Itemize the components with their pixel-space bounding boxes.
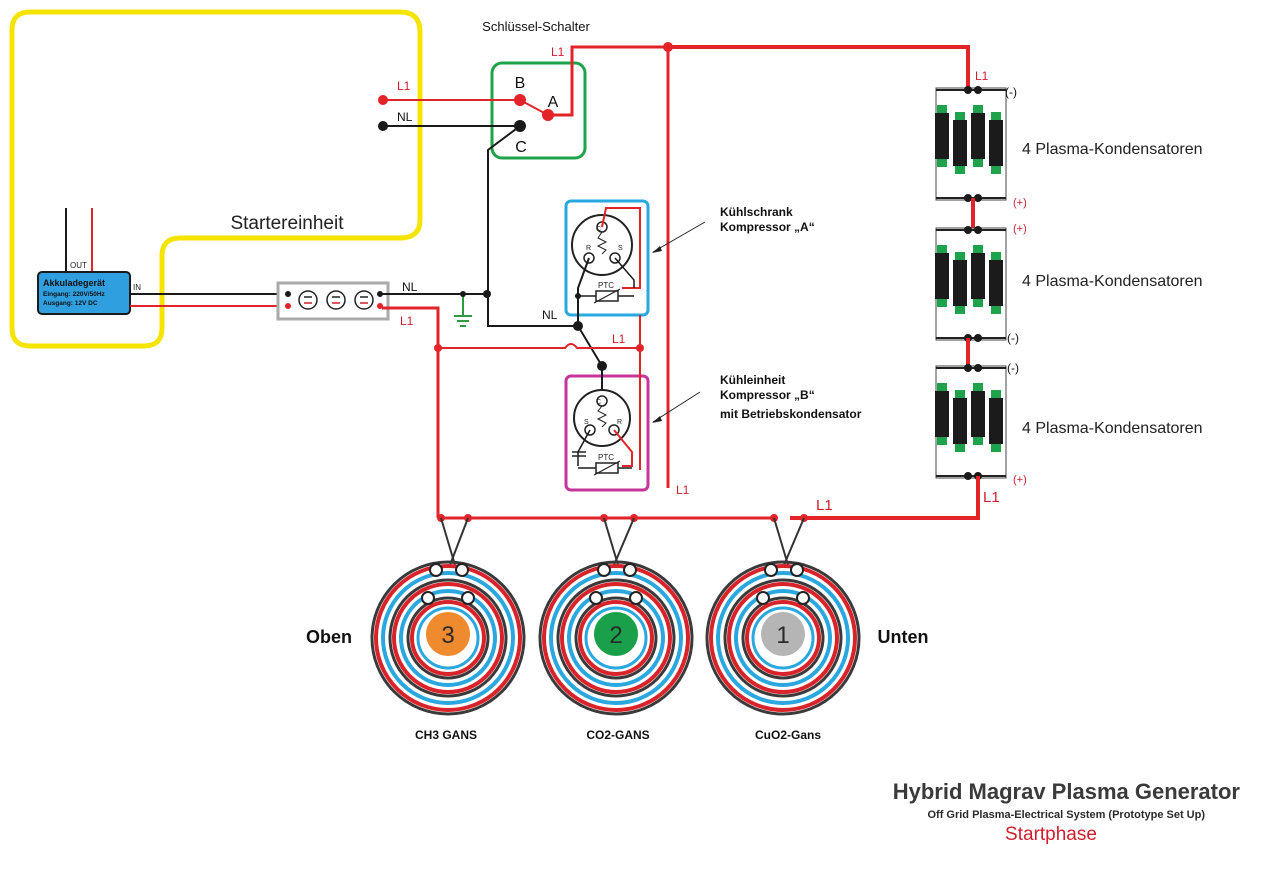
input-nl-label: NL [397,110,413,124]
bank-2-label: 4 Plasma-Kondensatoren [1022,273,1203,290]
coil-2-name: CO2-GANS [586,728,649,742]
bank-1-label: 4 Plasma-Kondensatoren [1022,141,1203,158]
coil-2-badge [594,612,638,656]
compressor-a-title-line1: Kühlschrank [720,205,793,219]
charger-out-label: OUT [70,261,87,270]
compressor-a-pin-c: C [596,226,601,233]
compressor-a-ptc: PTC [578,281,634,304]
compressor-a-ptc-label: PTC [598,281,614,290]
compressor-b-symbol: C S R [573,389,631,447]
compressor-b-title-line3: mit Betriebskondensator [720,407,862,421]
bank-3-plus-label: (+) [1013,474,1027,486]
coil-3-badge [426,612,470,656]
compressor-b-pin-r: R [617,419,622,426]
switch-output-l1-label: L1 [551,45,565,59]
bank-2-minus-label: (-) [1007,331,1019,345]
key-switch-box [490,61,587,160]
diagram-phase: Startphase [1005,824,1097,845]
charger-output-spec: Ausgang: 12V DC [43,300,98,307]
charger-title: Akkuladegerät [43,278,105,288]
charger-in-label: IN [133,283,141,292]
socket-outlet-1 [298,290,318,310]
bank-3-l1-label: L1 [983,489,1000,506]
compressor-b-pin-c: C [596,399,601,406]
coil-side-right-label: Unten [878,627,929,647]
capacitor-bank-2 [935,226,1007,342]
compressor-feed-l1-label: L1 [612,332,626,346]
bank-2-plus-label: (+) [1013,223,1027,235]
diagram-title: Hybrid Magrav Plasma Generator [893,779,1241,804]
diagram-subtitle: Off Grid Plasma-Electrical System (Proto… [927,809,1205,821]
compressor-a-pin-r: R [586,245,591,252]
capacitor-bank-1 [935,86,1007,202]
strip-nl-label: NL [402,280,418,294]
socket-outlet-3 [354,290,374,310]
compressor-b-ptc: PTC [578,453,632,476]
compressor-a-pin-s: S [618,245,623,252]
bank-1-plus-label: (+) [1013,197,1027,209]
switch-terminal-a-label: A [548,94,559,111]
strip-l1-label: L1 [400,314,414,328]
bank-1-minus-label: (-) [1005,85,1017,99]
starter-unit-frame [9,9,423,349]
socket-outlet-2 [326,290,346,310]
coil-3-name: CH3 GANS [415,728,477,742]
coil-side-left-label: Oben [306,627,352,647]
coil-bus-l1-label: L1 [816,497,833,514]
bank-1-l1-label: L1 [975,69,989,83]
starter-unit-label: Startereinheit [230,213,344,234]
compressor-b-box [564,374,650,492]
ground-symbol [454,294,472,327]
compressor-b-title-line2: Kompressor „B“ [720,388,815,402]
capacitor-bank-3 [935,364,1007,480]
compressor-b-pin-s: S [584,419,589,426]
compressor-b-title-line1: Kühleinheit [720,373,785,387]
compressor-b-l1-label: L1 [676,483,690,497]
input-l1-label: L1 [397,79,411,93]
charger-input-spec: Eingang: 220V/50Hz [43,291,106,298]
switch-terminal-b-label: B [515,75,526,92]
bank-3-minus-label: (-) [1007,361,1019,375]
key-switch-label: Schlüssel-Schalter [482,19,590,34]
coil-3-number: 3 [441,622,454,649]
bank-3-label: 4 Plasma-Kondensatoren [1022,420,1203,437]
coil-1-badge [761,612,805,656]
compressor-a-title-line2: Kompressor „A“ [720,220,815,234]
switch-terminal-c-label: C [515,139,527,156]
coil-2-number: 2 [609,622,622,649]
neutral-nl-label: NL [542,308,558,322]
compressor-b-ptc-label: PTC [598,453,614,462]
compressor-a-box [564,199,650,317]
coil-1-name: CuO2-Gans [755,728,821,742]
compressor-b-run-capacitor [572,451,586,457]
coil-1-number: 1 [776,622,789,649]
